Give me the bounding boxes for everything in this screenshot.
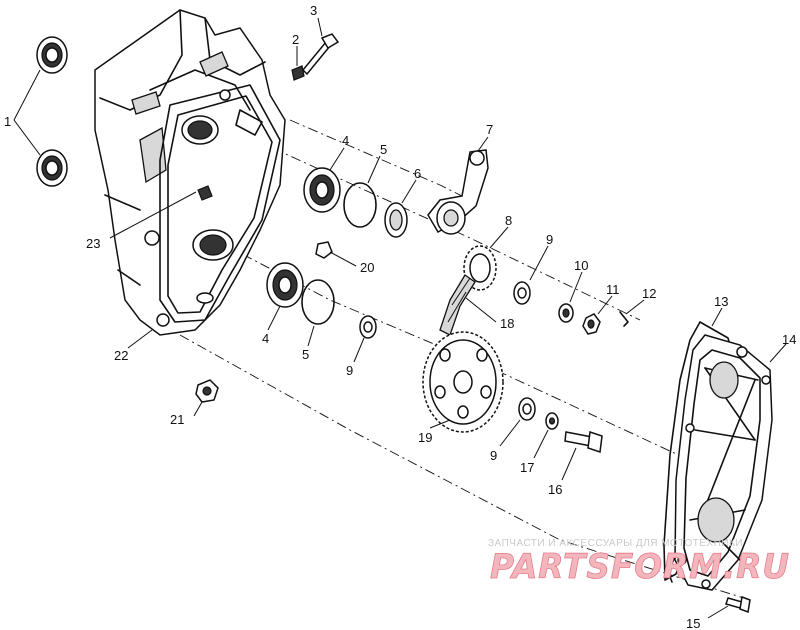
bearing-upper [303,167,341,213]
callout-19: 19 [418,430,432,445]
washer-9-b [359,315,377,339]
callout-11: 11 [606,282,620,297]
callout-8: 8 [505,213,512,228]
callout-15: 15 [686,616,700,630]
tensioner-arm [427,149,489,235]
washer-10 [558,303,574,323]
cotter-pin-12 [619,311,629,327]
callout-9c: 9 [490,448,497,463]
callout-23: 23 [86,236,100,251]
callout-21: 21 [170,412,184,427]
chain-18 [439,274,476,336]
callout-12: 12 [642,286,656,301]
bolt-16 [564,430,603,454]
bearing-lower [266,262,304,308]
washer-17 [545,412,559,430]
bolt-15 [725,595,751,614]
watermark-logo: PARTSFORM.RU [490,547,790,587]
washer-9-a [513,281,531,305]
callout-2: 2 [292,32,299,47]
callout-20: 20 [360,260,374,275]
callout-9b: 9 [346,363,353,378]
callout-22: 22 [114,348,128,363]
callout-14: 14 [782,332,796,347]
callout-1: 1 [4,114,11,129]
callout-16: 16 [548,482,562,497]
callout-7: 7 [486,122,493,137]
callout-13: 13 [714,294,728,309]
assembly-axes [179,119,751,601]
watermark-caption: ЗАПЧАСТИ И АКСЕССУАРЫ ДЛЯ МОТОТЕХНИКИ [488,538,743,549]
callouts: 1 2 3 4 4 5 5 6 7 8 9 9 9 10 11 12 13 14… [4,3,796,630]
stud-23 [197,185,213,201]
bolt-3 [301,33,340,76]
leader-lines [13,17,787,619]
seal-lower [36,149,68,187]
callout-9a: 9 [546,232,553,247]
callout-3: 3 [310,3,317,18]
sprocket-19 [422,331,504,433]
chaincase-housing [94,9,286,336]
washer-9-c [518,397,536,421]
chaincase-cover-14 [667,334,773,591]
callout-17: 17 [520,460,534,475]
callout-4a: 4 [342,133,349,148]
plug-20 [315,241,333,259]
sprocket-8 [463,245,497,291]
plug-21 [195,379,219,403]
callout-5b: 5 [302,347,309,362]
washer-6 [384,202,408,238]
callout-4b: 4 [262,331,269,346]
callout-18: 18 [500,316,514,331]
watermark: ЗАПЧАСТИ И АКСЕССУАРЫ ДЛЯ МОТОТЕХНИКИ PA… [488,538,790,587]
nut-11 [582,313,601,335]
callout-6: 6 [414,166,421,181]
o-ring-upper [343,182,377,228]
seal-upper [36,36,68,74]
screw-2 [291,65,305,81]
callout-10: 10 [574,258,588,273]
o-ring-lower [301,279,335,325]
callout-5a: 5 [380,142,387,157]
